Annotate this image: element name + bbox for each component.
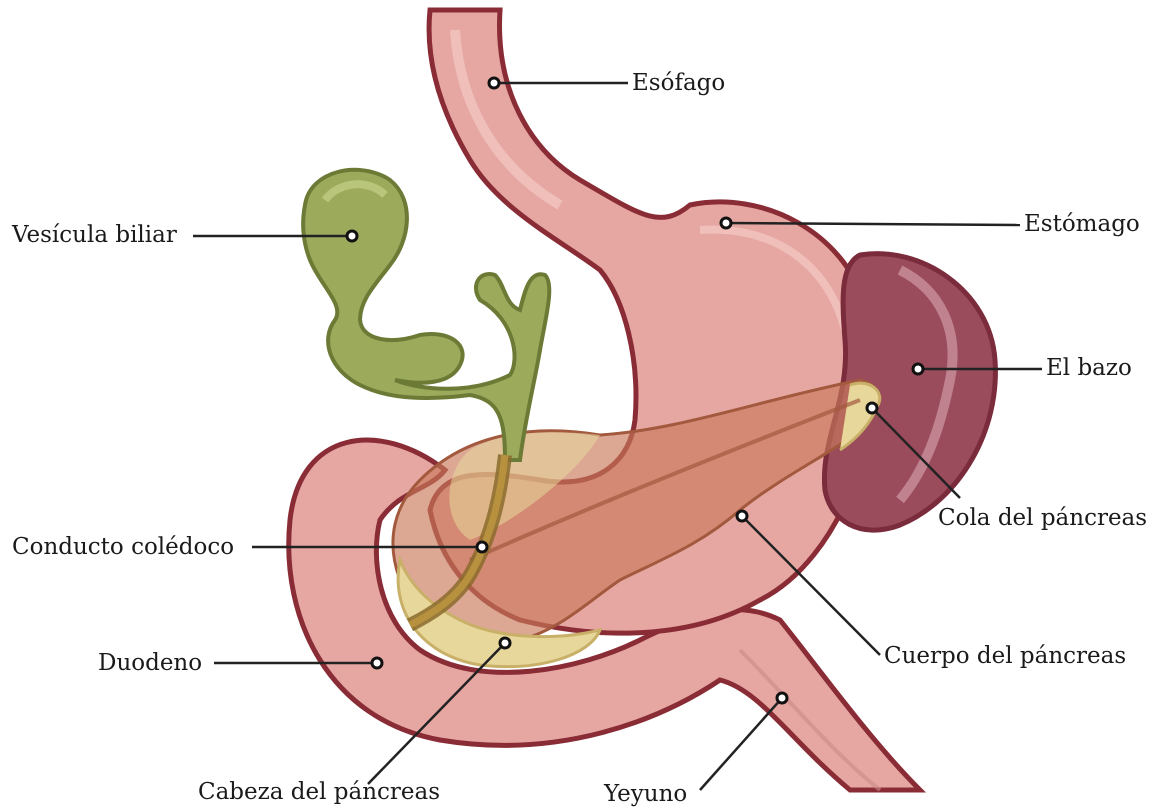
label-cola-pancreas: Cola del páncreas	[938, 507, 1147, 530]
dot-vesicula	[347, 231, 357, 241]
dot-cuerpo	[737, 511, 747, 521]
dot-estomago	[721, 218, 731, 228]
dot-conducto	[477, 542, 487, 552]
label-cuerpo-pancreas: Cuerpo del páncreas	[884, 645, 1126, 668]
label-cabeza-pancreas: Cabeza del páncreas	[198, 781, 440, 804]
dot-cola	[867, 403, 877, 413]
dot-bazo	[913, 364, 923, 374]
dot-duodeno	[372, 658, 382, 668]
label-bazo: El bazo	[1046, 357, 1132, 380]
label-estomago: Estómago	[1024, 213, 1140, 236]
label-vesicula-biliar: Vesícula biliar	[12, 224, 177, 247]
dot-cabeza	[500, 638, 510, 648]
label-yeyuno: Yeyuno	[604, 783, 687, 806]
label-duodeno: Duodeno	[98, 652, 202, 675]
dot-yeyuno	[777, 693, 787, 703]
label-conducto-coledoco: Conducto colédoco	[12, 536, 234, 559]
leader-yeyuno	[700, 698, 782, 790]
dot-esofago	[489, 78, 499, 88]
label-esofago: Esófago	[632, 72, 725, 95]
gallbladder-bile-ducts	[303, 170, 549, 460]
